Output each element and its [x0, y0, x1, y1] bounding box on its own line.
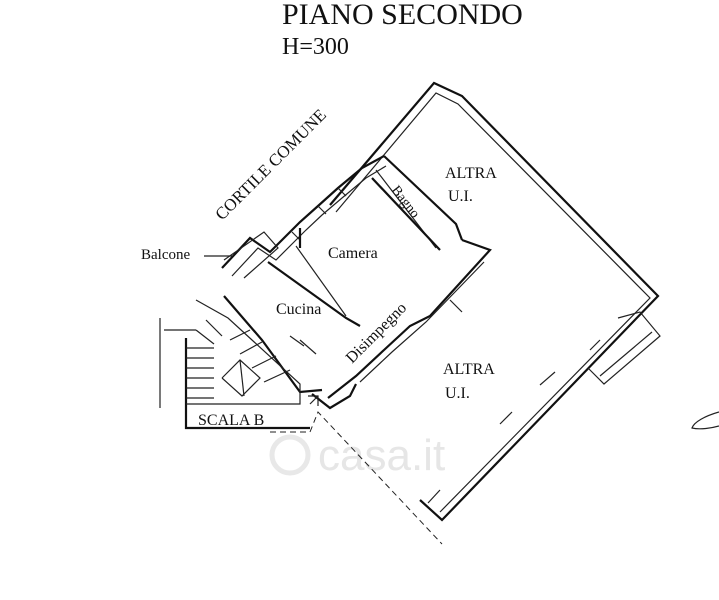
label-altra-ui-top-line2: U.I.: [448, 188, 473, 205]
apartment-walls: [221, 155, 492, 410]
watermark: casa.it: [269, 431, 445, 480]
label-scala-b: SCALA B: [198, 412, 264, 429]
entrance-arrow-icon: [308, 395, 319, 406]
stair-steps: [186, 319, 291, 399]
property-boundary: [270, 411, 443, 545]
label-balcone: Balcone: [141, 247, 190, 263]
label-cortile-comune: CORTILE COMUNE: [211, 105, 330, 224]
margin-mark: [691, 411, 719, 430]
balcony: [204, 231, 279, 279]
outer-walls: [329, 81, 661, 522]
label-bagno: Bagno: [388, 183, 422, 221]
height-label: H=300: [282, 34, 349, 60]
label-cucina: Cucina: [276, 301, 321, 318]
watermark-text: casa.it: [318, 431, 445, 480]
staircase: [159, 299, 310, 430]
label-camera: Camera: [328, 245, 378, 262]
page-title: PIANO SECONDO: [282, 0, 523, 31]
label-altra-ui-top-line1: ALTRA: [445, 165, 497, 182]
label-altra-ui-bottom-line2: U.I.: [445, 385, 470, 402]
label-altra-ui-bottom-line1: ALTRA: [443, 361, 495, 378]
